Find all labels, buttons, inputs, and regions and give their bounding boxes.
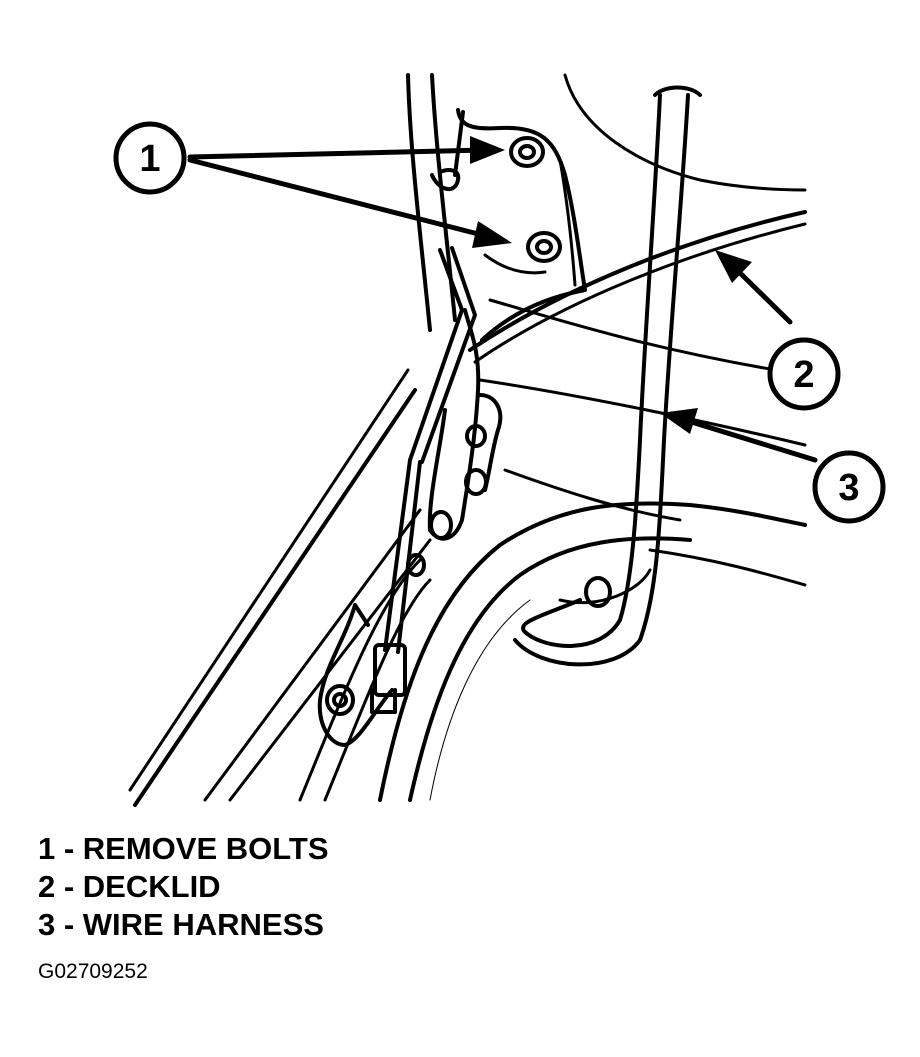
callout-3-number: 3: [838, 467, 859, 509]
callout-1-arrows: [187, 136, 512, 248]
arrowhead-icon: [715, 250, 752, 283]
hinge-arm: [406, 73, 457, 332]
wire-harness: [513, 85, 702, 667]
legend-item-decklid: 2 - DECKLID: [38, 869, 221, 904]
legend-item-remove-bolts: 1 - REMOVE BOLTS: [38, 831, 329, 866]
callout-1-number: 1: [139, 138, 160, 180]
figure-code: G02709252: [38, 960, 148, 983]
callout-3-arrow: [660, 408, 818, 463]
bolt-upper: [509, 136, 545, 168]
hinge-lower-plate: [406, 308, 503, 577]
arrowhead-icon: [470, 136, 505, 164]
arrowhead-icon: [660, 408, 698, 434]
callout-3: 3: [812, 450, 886, 524]
legend-item-wire-harness: 3 - WIRE HARNESS: [38, 907, 324, 942]
rear-opening-lip: [378, 501, 807, 802]
callout-2-arrow: [715, 250, 793, 325]
arrowhead-icon: [472, 221, 512, 248]
trunk-opening-edges: [128, 368, 432, 807]
support-strut: [370, 246, 477, 714]
legend: 1 - REMOVE BOLTS 2 - DECKLID 3 - WIRE HA…: [38, 830, 329, 944]
hinge-pivot-link: [430, 168, 461, 191]
bolt-lower: [483, 231, 562, 275]
callout-2-number: 2: [793, 354, 814, 396]
callout-2: 2: [767, 337, 841, 411]
callout-1: 1: [113, 121, 187, 195]
decklid-edge: [468, 210, 807, 364]
hinge-bracket: [453, 108, 587, 342]
